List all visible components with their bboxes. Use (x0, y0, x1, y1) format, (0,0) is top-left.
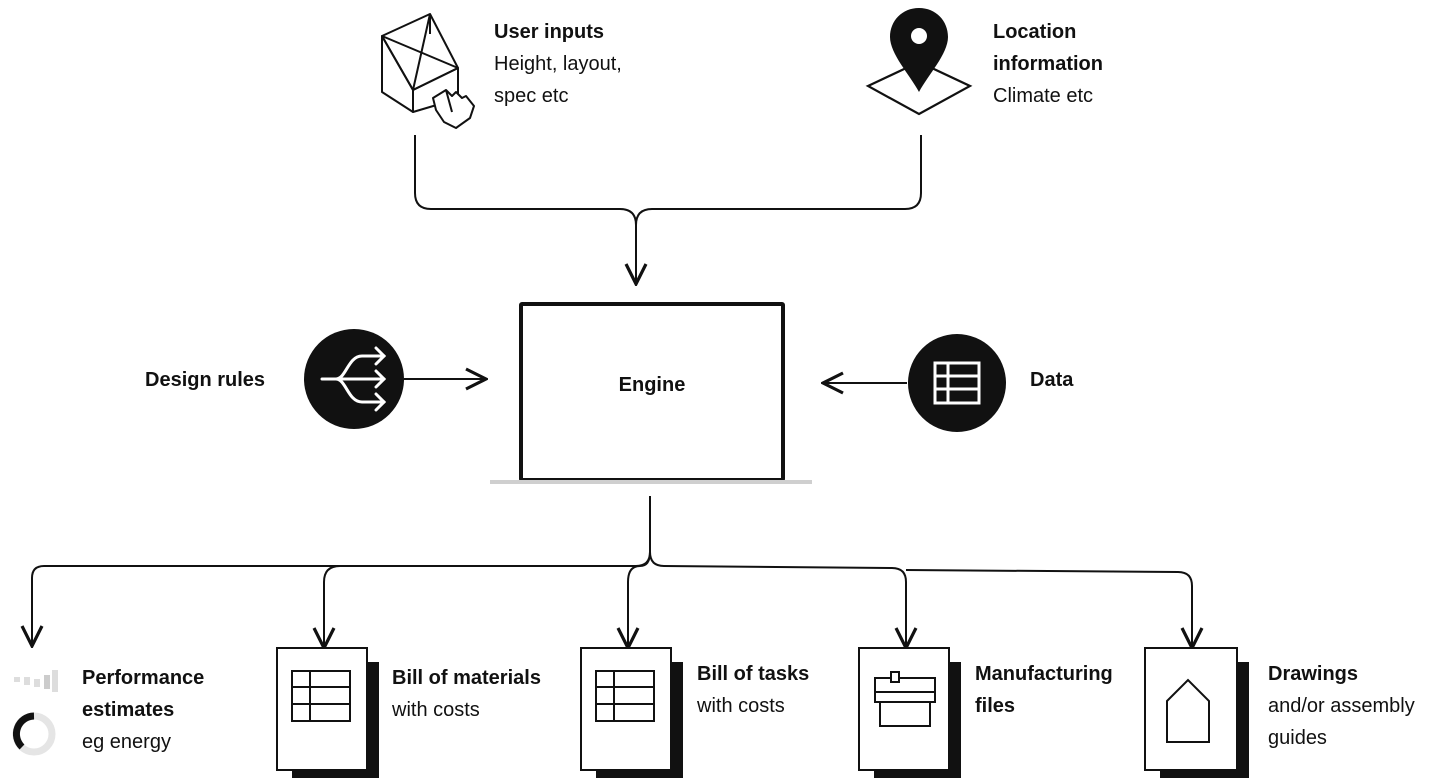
drawings-title: Drawings (1268, 663, 1359, 685)
location-label: Location information Climate etc (993, 16, 1103, 112)
engine-base (490, 480, 812, 484)
manufacturing-title-line1: Manufacturing (975, 663, 1113, 685)
building-touch-icon (381, 13, 475, 129)
location-line1: Climate etc (993, 85, 1094, 107)
performance-line1: eg energy (82, 731, 171, 753)
table-icon (908, 334, 1006, 432)
user-inputs-title: User inputs (494, 21, 605, 43)
design-rules-label: Design rules (145, 369, 266, 391)
performance-title-line2: estimates (82, 699, 175, 721)
bill-of-materials-label: Bill of materials with costs (392, 662, 541, 726)
drawings-line1: and/or assembly (1268, 695, 1415, 717)
engine-screen (519, 302, 785, 482)
user-inputs-line1: Height, layout, (494, 53, 622, 75)
bill-of-materials-line1: with costs (392, 699, 480, 721)
manufacturing-title-line2: files (975, 695, 1016, 717)
engine-label: Engine (618, 374, 686, 396)
gauge-icon (12, 670, 58, 756)
drawings-line2: guides (1268, 727, 1327, 749)
manufacturing-label: Manufacturing files (975, 658, 1113, 722)
drawings-doc-icon (1144, 647, 1249, 778)
drawings-label: Drawings and/or assembly guides (1268, 658, 1415, 754)
user-inputs-line2: spec etc (494, 85, 569, 107)
manufacturing-doc-icon (858, 647, 961, 778)
bill-of-tasks-title: Bill of tasks (697, 663, 810, 685)
bill-of-tasks-label: Bill of tasks with costs (697, 658, 809, 722)
performance-label: Performance estimates eg energy (82, 662, 204, 758)
location-title-line1: Location (993, 21, 1077, 43)
bill-of-materials-title: Bill of materials (392, 667, 541, 689)
location-connector (635, 135, 922, 226)
location-title-line2: information (993, 53, 1103, 75)
output-connectors (32, 496, 1192, 648)
bill-of-materials-doc-icon (276, 647, 379, 778)
bill-of-tasks-doc-icon (580, 647, 683, 778)
performance-title-line1: Performance (82, 667, 205, 689)
bill-of-tasks-line1: with costs (697, 695, 785, 717)
user-inputs-label: User inputs Height, layout, spec etc (494, 16, 622, 112)
data-label: Data (1030, 369, 1074, 391)
map-pin-icon (865, 8, 973, 116)
branching-arrows-icon (304, 329, 404, 429)
user-input-connector (414, 135, 636, 284)
